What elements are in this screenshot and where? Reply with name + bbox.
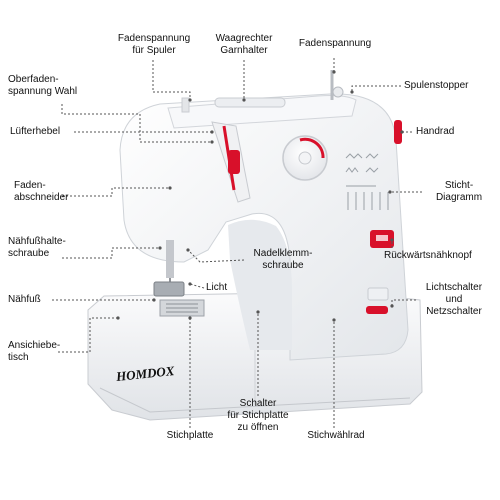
label-naehfuss: Nähfuß (8, 294, 41, 305)
label-naehfusshalteschraube: Nähfußhalte- schraube (8, 236, 66, 259)
leader-dots (116, 70, 404, 322)
handwheel (394, 120, 402, 144)
label-fadenabschneider: Faden- abschneider (14, 180, 69, 203)
label-garnhalter: Waagrechter Garnhalter (215, 33, 273, 56)
label-nadelklemmschraube: Nadelklemm- schraube (253, 248, 313, 271)
label-luefterhebel: Lüfterhebel (10, 126, 61, 137)
label-stichplatte: Stichplatte (166, 430, 214, 441)
throat (228, 219, 292, 350)
horizontal-spool-holder (214, 97, 286, 108)
spool-pin-left (181, 97, 190, 113)
power-switch-panel (367, 287, 389, 301)
label-schalter-stichplatte: Schalter für Stichplatte zu öffnen (227, 398, 289, 433)
stitch-dial-hub (298, 151, 312, 165)
label-fadenspannung: Fadenspannung (298, 38, 372, 49)
tension-knob (228, 150, 240, 174)
presser-foot (153, 281, 185, 297)
label-spulenstopper: Spulenstopper (404, 80, 469, 91)
top-lid (167, 95, 357, 129)
label-stichtdiagramm: Sticht- Diagramm (435, 180, 483, 203)
leader-lines (52, 58, 422, 428)
label-handrad: Handrad (416, 126, 455, 137)
bobbin-stopper (332, 86, 344, 98)
stitch-dial-numbers (299, 137, 325, 159)
label-oberfaden: Oberfaden- spannung Wahl (8, 74, 78, 97)
label-stichwaehlrad: Stichwählrad (307, 430, 365, 441)
base-front-edge (99, 387, 411, 413)
label-licht: Licht (206, 282, 228, 293)
label-lichtschalter: Lichtschalter und Netzschalter (425, 282, 483, 317)
label-ansiebetisch: Ansichiebe- tisch (8, 340, 61, 363)
stitch-chart (345, 153, 389, 210)
power-switch (366, 306, 388, 314)
label-rueckwaertsnaehknopf: Rückwärtsnähknopf (384, 250, 472, 261)
needle-bar (166, 240, 174, 278)
label-fadenspannung-spuler: Fadenspannung für Spuler (117, 33, 191, 56)
